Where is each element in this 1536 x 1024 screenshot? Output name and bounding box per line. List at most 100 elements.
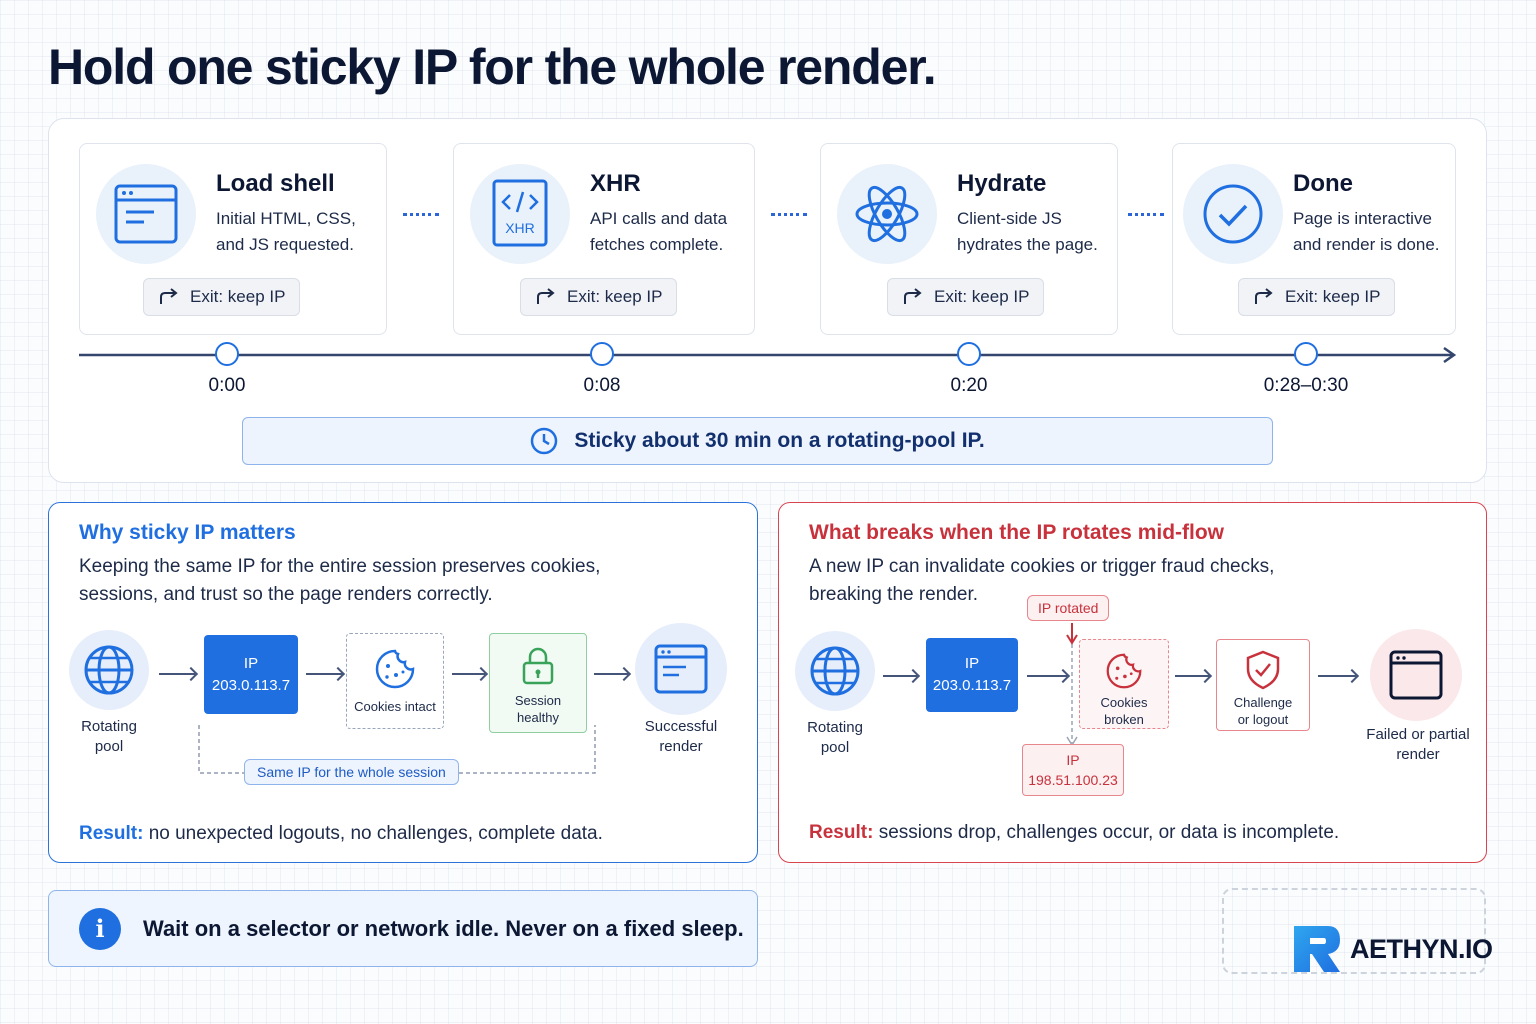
step-title: XHR [590, 170, 641, 197]
node-caption: Failed or partial render [1366, 726, 1470, 763]
ip-label: IP [964, 655, 980, 672]
flow-arrow [452, 673, 485, 675]
same-ip-label: Same IP for the whole session [244, 759, 459, 785]
brand-mark-icon [1294, 926, 1340, 972]
rotation-line [1066, 623, 1078, 747]
step-connector [771, 213, 807, 216]
ip-value: 203.0.113.7 [932, 677, 1012, 694]
panel-result: Result: no unexpected logouts, no challe… [79, 823, 603, 844]
browser-window-icon [635, 623, 727, 715]
step-card-hydrate: Hydrate Client-side JS hydrates the page… [820, 143, 1118, 335]
step-desc: Page is interactive and render is done. [1293, 209, 1440, 254]
step-title: Hydrate [957, 170, 1047, 197]
step-title: Done [1293, 170, 1353, 197]
check-circle-icon [1183, 164, 1283, 264]
panel-title: What breaks when the IP rotates mid-flow [809, 521, 1225, 544]
ip-box: IP 203.0.113.7 [204, 635, 298, 714]
panel-desc: Keeping the same IP for the entire sessi… [79, 556, 601, 605]
panel-desc: A new IP can invalidate cookies or trigg… [809, 556, 1275, 605]
globe-icon [795, 631, 875, 711]
card-label: Cookies intact [354, 699, 436, 714]
ip-rotated-label: IP rotated [1027, 595, 1110, 621]
why-sticky-panel: Why sticky IP matters Keeping the same I… [48, 502, 758, 863]
card-label: Session healthy [514, 693, 562, 725]
ip-box: IP 203.0.113.7 [926, 638, 1018, 712]
step-card-load-shell: Load shell Initial HTML, CSS, and JS req… [79, 143, 387, 335]
panel-result: Result: sessions drop, challenges occur,… [809, 822, 1340, 843]
timeline-axis [79, 346, 1457, 364]
share-arrow-icon [160, 288, 178, 304]
ip-label: IP [243, 654, 259, 672]
flow-arrow [1175, 675, 1209, 677]
step-desc: Initial HTML, CSS, and JS requested. [216, 209, 356, 254]
cookies-intact-card: Cookies intact [346, 633, 444, 729]
info-icon: i [79, 907, 121, 950]
step-connector [403, 213, 439, 216]
svg-text:XHR: XHR [505, 220, 535, 236]
page-title: Hold one sticky IP for the whole render. [48, 39, 937, 95]
timeline-node [957, 342, 981, 366]
ip-value: 203.0.113.7 [211, 676, 291, 694]
step-connector [1128, 213, 1164, 216]
exit-label: Exit: keep IP [567, 287, 663, 306]
exit-keep-ip-button[interactable]: Exit: keep IP [1238, 278, 1396, 316]
flow-arrow [1318, 675, 1356, 677]
card-label: Cookies broken [1100, 695, 1148, 727]
step-card-done: Done Page is interactive and render is d… [1172, 143, 1456, 335]
lock-icon [522, 647, 554, 685]
timeline-panel: Load shell Initial HTML, CSS, and JS req… [48, 118, 1487, 483]
tip-banner: i Wait on a selector or network idle. Ne… [48, 890, 758, 967]
flow-arrow [594, 673, 628, 675]
step-desc: Client-side JS hydrates the page. [957, 209, 1098, 254]
exit-label: Exit: keep IP [190, 287, 286, 306]
node-caption: Rotating pool [81, 718, 137, 755]
atom-icon [837, 164, 937, 264]
flow-arrow [883, 675, 917, 677]
timeline-node [590, 342, 614, 366]
cookie-icon [375, 649, 415, 689]
timeline-label: 0:20 [950, 375, 988, 396]
step-title: Load shell [216, 170, 335, 197]
ip-rotation-breaks-panel: What breaks when the IP rotates mid-flow… [778, 502, 1487, 863]
globe-icon [69, 630, 149, 710]
share-arrow-icon [1255, 288, 1273, 304]
sticky-note: Sticky about 30 min on a rotating-pool I… [242, 417, 1273, 465]
ip-value: 198.51.100.23 [1028, 772, 1118, 788]
shield-alert-icon [1246, 650, 1280, 690]
exit-label: Exit: keep IP [934, 287, 1030, 306]
challenge-logout-card: Challenge or logout [1216, 639, 1310, 731]
flow-arrow [306, 673, 342, 675]
logo-text: AETHYN.IO [1350, 933, 1493, 964]
exit-label: Exit: keep IP [1285, 287, 1381, 306]
flow-arrow [1027, 675, 1067, 677]
step-desc: API calls and data fetches complete. [590, 209, 728, 254]
timeline-label: 0:08 [583, 375, 621, 396]
clock-icon [531, 427, 558, 455]
share-arrow-icon [904, 288, 922, 304]
exit-keep-ip-button[interactable]: Exit: keep IP [143, 278, 301, 316]
browser-window-icon [1370, 629, 1462, 721]
timeline-node [1294, 342, 1318, 366]
node-caption: Successful render [644, 718, 718, 755]
step-card-xhr: XHR XHR API calls and data fetches compl… [453, 143, 755, 335]
logo-frame [1222, 888, 1486, 974]
card-label: Challenge or logout [1233, 695, 1293, 727]
node-caption: Rotating pool [807, 719, 863, 756]
tip-text: Wait on a selector or network idle. Neve… [143, 915, 744, 941]
share-arrow-icon [537, 288, 555, 304]
timeline-node [215, 342, 239, 366]
panel-title: Why sticky IP matters [79, 521, 296, 544]
new-ip-box: IP 198.51.100.23 [1022, 744, 1124, 796]
exit-keep-ip-button[interactable]: Exit: keep IP [520, 278, 678, 316]
sticky-note-text: Sticky about 30 min on a rotating-pool I… [574, 429, 985, 452]
ip-label: IP [1066, 752, 1080, 768]
browser-window-icon [96, 164, 196, 264]
exit-keep-ip-button[interactable]: Exit: keep IP [887, 278, 1045, 316]
cookie-icon [1106, 653, 1142, 689]
code-xhr-icon: XHR [470, 164, 570, 264]
timeline-label: 0:28–0:30 [1263, 375, 1349, 396]
cookies-broken-card: Cookies broken [1079, 639, 1169, 729]
timeline-label: 0:00 [208, 375, 246, 396]
session-healthy-card: Session healthy [489, 633, 587, 733]
brand-logo: AETHYN.IO [1292, 924, 1493, 974]
